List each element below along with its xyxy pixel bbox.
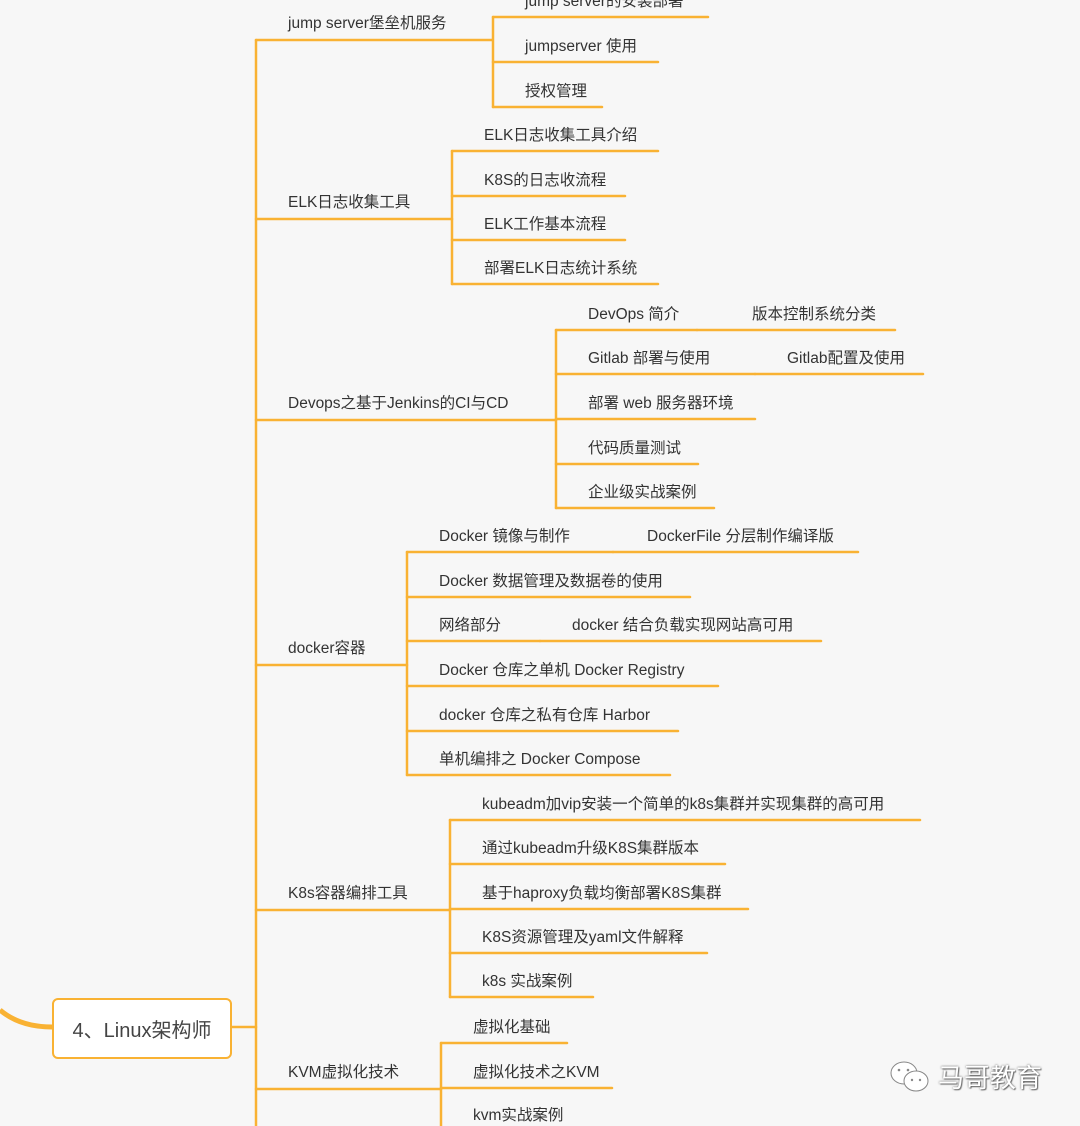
child-node[interactable]: 单机编排之 Docker Compose	[439, 751, 641, 768]
grandchild-node[interactable]: Gitlab配置及使用	[787, 350, 905, 367]
grandchild-node[interactable]: docker 结合负载实现网站高可用	[572, 617, 794, 634]
branch-node[interactable]: docker容器	[288, 640, 366, 657]
child-node[interactable]: Docker 数据管理及数据卷的使用	[439, 573, 663, 590]
child-node[interactable]: 授权管理	[525, 83, 588, 100]
child-node[interactable]: k8s 实战案例	[482, 973, 573, 990]
child-node[interactable]: kvm实战案例	[473, 1107, 564, 1124]
grandchild-node[interactable]: 版本控制系统分类	[752, 306, 877, 323]
child-node[interactable]: 部署 web 服务器环境	[588, 395, 734, 412]
child-node[interactable]: 通过kubeadm升级K8S集群版本	[482, 840, 700, 857]
child-node[interactable]: Docker 仓库之单机 Docker Registry	[439, 662, 685, 679]
wechat-icon	[890, 1061, 929, 1091]
child-node[interactable]: docker 仓库之私有仓库 Harbor	[439, 707, 651, 724]
child-node[interactable]: jump server的安装部署	[525, 0, 684, 10]
child-node[interactable]: 基于haproxy负载均衡部署K8S集群	[482, 885, 722, 902]
grandchild-node[interactable]: DockerFile 分层制作编译版	[647, 528, 834, 545]
root-label: 4、Linux架构师	[72, 1020, 212, 1042]
child-node[interactable]: 虚拟化技术之KVM	[473, 1064, 600, 1081]
branch-node[interactable]: KVM虚拟化技术	[288, 1064, 400, 1081]
child-node[interactable]: 企业级实战案例	[588, 484, 697, 501]
branch-node[interactable]: Devops之基于Jenkins的CI与CD	[288, 395, 509, 412]
child-node[interactable]: Docker 镜像与制作	[439, 528, 570, 545]
root-node[interactable]: 4、Linux架构师	[52, 998, 232, 1059]
branch-node[interactable]: K8s容器编排工具	[288, 885, 408, 902]
root-incoming-connector	[0, 1008, 53, 1030]
watermark: 马哥教育	[888, 1058, 1042, 1095]
branch-node[interactable]: ELK日志收集工具	[288, 194, 411, 211]
branch-node[interactable]: jump server堡垒机服务	[288, 15, 447, 32]
watermark-text: 马哥教育	[938, 1063, 1043, 1093]
child-node[interactable]: Gitlab 部署与使用	[588, 350, 711, 367]
child-node[interactable]: 代码质量测试	[588, 440, 682, 457]
child-node[interactable]: ELK工作基本流程	[484, 216, 607, 233]
child-node[interactable]: 部署ELK日志统计系统	[484, 260, 638, 277]
child-node[interactable]: K8S资源管理及yaml文件解释	[482, 929, 684, 946]
child-node[interactable]: 网络部分	[439, 617, 502, 634]
child-node[interactable]: kubeadm加vip安装一个简单的k8s集群并实现集群的高可用	[482, 796, 885, 813]
child-node[interactable]: jumpserver 使用	[525, 38, 637, 55]
child-node[interactable]: DevOps 简介	[588, 306, 680, 323]
child-node[interactable]: K8S的日志收流程	[484, 172, 607, 189]
child-node[interactable]: ELK日志收集工具介绍	[484, 127, 638, 144]
child-node[interactable]: 虚拟化基础	[473, 1019, 551, 1036]
